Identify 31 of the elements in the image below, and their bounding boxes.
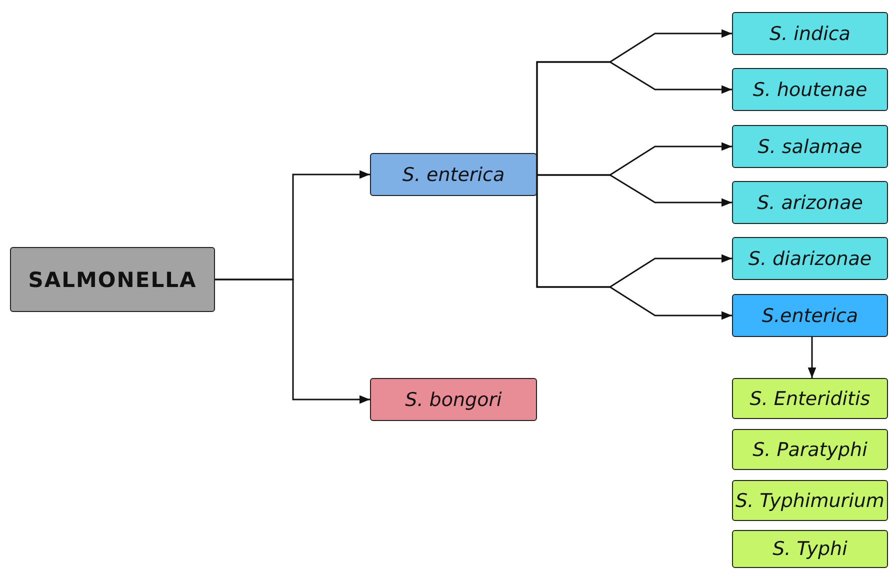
species-name: S. indica bbox=[770, 22, 850, 44]
arrow bbox=[215, 278, 370, 404]
taxon-box bbox=[732, 125, 888, 168]
species-name: S. bongori bbox=[405, 388, 502, 410]
taxon-box bbox=[732, 480, 888, 521]
taxon-box bbox=[370, 153, 537, 196]
root-box bbox=[10, 247, 215, 312]
taxon-box bbox=[370, 378, 537, 421]
genus-name: SALMONELLA bbox=[28, 268, 197, 292]
species-name: S. houtenae bbox=[752, 78, 868, 100]
arrow bbox=[536, 61, 732, 176]
species-name: S. arizonae bbox=[757, 192, 863, 214]
taxon-box bbox=[732, 237, 888, 280]
species-name: S. Enteriditis bbox=[750, 388, 870, 410]
taxon-box bbox=[732, 378, 888, 419]
taxon-box bbox=[732, 294, 888, 337]
species-name: S.enterica bbox=[762, 304, 858, 326]
taxon-box bbox=[732, 530, 888, 568]
species-name: S. Typhimurium bbox=[736, 490, 884, 512]
species-name: S. enterica bbox=[402, 164, 505, 186]
species-name: S. salamae bbox=[758, 136, 862, 158]
arrow bbox=[536, 174, 732, 320]
arrow bbox=[536, 174, 732, 207]
species-name: S. Paratyphi bbox=[752, 438, 868, 460]
species-name: S. diarizonae bbox=[748, 248, 872, 270]
arrow bbox=[808, 337, 816, 378]
taxon-box bbox=[732, 181, 888, 224]
species-name: S. Typhi bbox=[772, 538, 848, 560]
taxon-box bbox=[732, 68, 888, 111]
taxon-box bbox=[732, 429, 888, 470]
taxon-box bbox=[732, 12, 888, 55]
